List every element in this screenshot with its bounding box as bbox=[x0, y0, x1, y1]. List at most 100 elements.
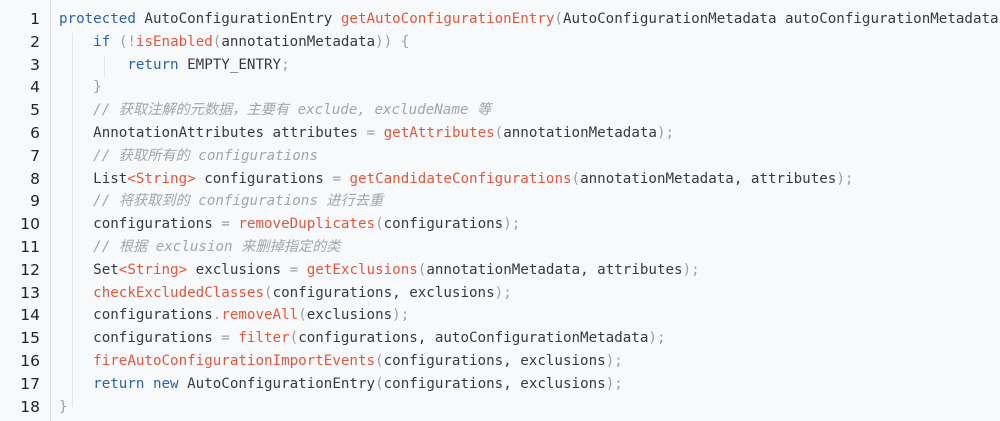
code-token-kw: return bbox=[127, 56, 179, 73]
code-text: fireAutoConfigurationImportEvents(config… bbox=[59, 350, 623, 373]
line-number: 18 bbox=[20, 397, 40, 416]
code-line[interactable]: 17 return new AutoConfigurationEntry(con… bbox=[0, 373, 1000, 396]
code-token-punc: ( bbox=[571, 170, 581, 187]
code-token-punc: ); bbox=[682, 261, 700, 278]
code-line[interactable]: 8 List<String> configurations = getCandi… bbox=[0, 168, 1000, 191]
code-token-plain: configurations bbox=[93, 216, 222, 233]
code-text: if (!isEnabled(annotationMetadata)) { bbox=[59, 31, 409, 54]
code-token-punc: ); bbox=[494, 284, 512, 301]
code-line[interactable]: 13 checkExcludedClasses(configurations, … bbox=[0, 282, 1000, 305]
code-token-kw: new bbox=[152, 375, 179, 392]
code-token-kw: return bbox=[93, 375, 145, 392]
code-token-punc: = bbox=[221, 216, 239, 233]
indent-guide bbox=[72, 33, 73, 407]
line-number-gutter bbox=[0, 0, 51, 421]
code-text: // 根据 exclusion 来删掉指定的类 bbox=[59, 236, 340, 259]
code-line[interactable]: 15 configurations = filter(configuration… bbox=[0, 327, 1000, 350]
line-number: 4 bbox=[30, 78, 40, 97]
code-token-punc: ); bbox=[392, 307, 410, 324]
code-token-punc: ( bbox=[554, 11, 563, 27]
line-number: 7 bbox=[30, 146, 40, 165]
code-token-plain: List bbox=[93, 170, 128, 187]
line-number: 14 bbox=[20, 306, 40, 325]
code-line[interactable]: 11 // 根据 exclusion 来删掉指定的类 bbox=[0, 236, 1000, 259]
code-line[interactable]: 4 } bbox=[0, 76, 1000, 99]
code-token-punc: ); bbox=[648, 330, 666, 347]
code-token-punc: = bbox=[289, 261, 307, 278]
code-text: } bbox=[59, 396, 68, 419]
code-token-plain: configurations, exclusions bbox=[272, 284, 495, 301]
code-token-punc: } bbox=[59, 398, 68, 415]
code-line[interactable]: 14 configurations.removeAll(exclusions); bbox=[0, 304, 1000, 327]
indent-guide bbox=[104, 56, 105, 78]
line-number: 13 bbox=[20, 283, 40, 302]
code-token-fn: getExclusions bbox=[306, 261, 418, 278]
line-number: 17 bbox=[20, 374, 40, 393]
code-token-fn: isEnabled bbox=[135, 33, 213, 50]
code-line[interactable]: 5 // 获取注解的元数据，主要有 exclude, excludeName 等 bbox=[0, 99, 1000, 122]
code-text: return EMPTY_ENTRY; bbox=[59, 54, 289, 77]
line-number: 6 bbox=[30, 123, 40, 142]
code-token-plain: AutoConfigurationEntry bbox=[135, 11, 341, 27]
code-token-punc: ( bbox=[494, 124, 504, 141]
code-text: configurations = removeDuplicates(config… bbox=[59, 213, 520, 236]
code-token-punc: = bbox=[221, 330, 239, 347]
code-line[interactable]: 12 Set<String> exclusions = getExclusion… bbox=[0, 259, 1000, 282]
code-token-plain: annotationMetadata bbox=[221, 33, 376, 50]
code-token-punc: ); bbox=[605, 375, 623, 392]
code-token-fn: getAttributes bbox=[383, 124, 495, 141]
code-token-plain: AutoConfigurationEntry bbox=[178, 375, 376, 392]
code-token-plain: configurations bbox=[383, 216, 504, 233]
code-line[interactable]: 9 // 将获取到的 configurations 进行去重 bbox=[0, 190, 1000, 213]
code-token-plain: AutoConfigurationMetadata autoConfigurat… bbox=[562, 11, 1000, 27]
code-token-plain: Set bbox=[93, 261, 119, 278]
code-line[interactable]: 2 if (!isEnabled(annotationMetadata)) { bbox=[0, 31, 1000, 54]
code-token-punc: ); bbox=[836, 170, 854, 187]
code-text: configurations.removeAll(exclusions); bbox=[59, 304, 409, 327]
code-token-fn: <String> bbox=[118, 261, 188, 278]
code-line[interactable]: 16 fireAutoConfigurationImportEvents(con… bbox=[0, 350, 1000, 373]
code-token-plain bbox=[110, 34, 119, 50]
code-token-plain: configurations, exclusions bbox=[383, 352, 606, 369]
code-token-punc: )) { bbox=[375, 33, 410, 50]
code-token-plain: configurations bbox=[195, 170, 333, 187]
code-token-punc: ( bbox=[375, 216, 384, 233]
code-token-fn: fireAutoConfigurationImportEvents bbox=[93, 352, 376, 369]
code-token-fn: getCandidateConfigurations bbox=[349, 170, 572, 187]
code-token-punc: ( bbox=[417, 261, 427, 278]
code-text: } bbox=[59, 76, 102, 99]
code-token-plain: AnnotationAttributes attributes bbox=[93, 124, 367, 141]
code-token-punc: ); bbox=[503, 216, 521, 233]
line-number: 2 bbox=[30, 32, 40, 51]
code-token-plain: configurations bbox=[93, 307, 213, 324]
code-line[interactable]: 7 // 获取所有的 configurations bbox=[0, 145, 1000, 168]
line-number: 10 bbox=[20, 215, 40, 234]
code-text: configurations = filter(configurations, … bbox=[59, 327, 666, 350]
code-text: // 获取注解的元数据，主要有 exclude, excludeName 等 bbox=[59, 99, 491, 122]
code-token-plain: configurations bbox=[93, 330, 222, 347]
code-token-punc: ( bbox=[298, 307, 307, 324]
code-token-punc: = bbox=[332, 170, 350, 187]
code-token-punc: } bbox=[93, 79, 102, 96]
code-token-comment: // 根据 exclusion 来删掉指定的类 bbox=[93, 238, 341, 255]
code-line[interactable]: 3 return EMPTY_ENTRY; bbox=[0, 54, 1000, 77]
code-token-punc: = bbox=[366, 124, 384, 141]
code-token-kw: if bbox=[93, 33, 111, 50]
code-line[interactable]: 10 configurations = removeDuplicates(con… bbox=[0, 213, 1000, 236]
code-text: // 获取所有的 configurations bbox=[59, 145, 318, 168]
code-text: List<String> configurations = getCandida… bbox=[59, 168, 853, 191]
code-token-comment: // 获取所有的 configurations bbox=[93, 147, 318, 164]
code-text: AnnotationAttributes attributes = getAtt… bbox=[59, 122, 674, 145]
code-token-plain: exclusions bbox=[187, 261, 290, 278]
code-token-punc: ); bbox=[656, 124, 675, 141]
code-token-fn: removeAll bbox=[221, 307, 299, 324]
code-token-plain: exclusions bbox=[306, 307, 393, 324]
code-line[interactable]: 6 AnnotationAttributes attributes = getA… bbox=[0, 122, 1000, 145]
code-token-punc: ( bbox=[264, 284, 273, 301]
code-line[interactable]: 18} bbox=[0, 396, 1000, 419]
code-token-plain: configurations, autoConfigurationMetadat… bbox=[298, 330, 649, 347]
line-number: 1 bbox=[30, 10, 40, 28]
